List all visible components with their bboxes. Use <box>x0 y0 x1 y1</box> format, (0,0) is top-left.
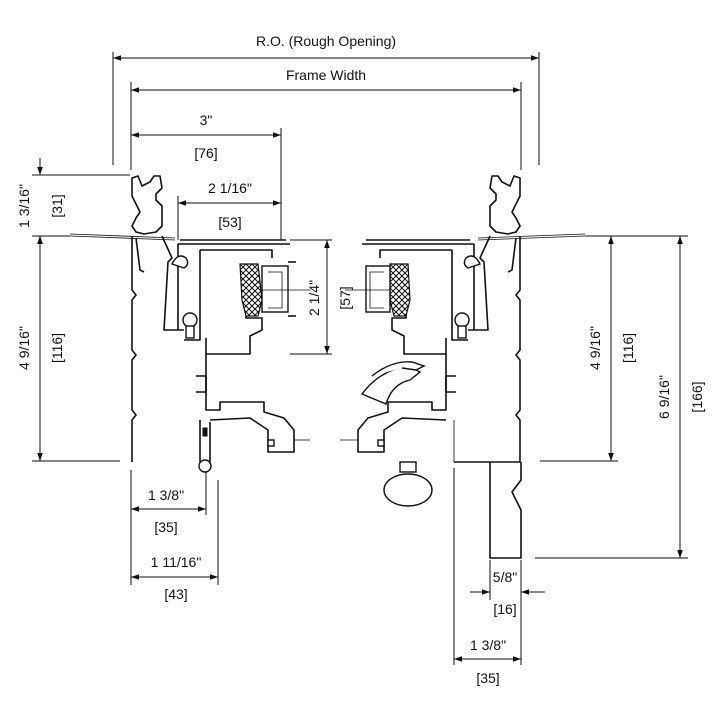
left-frame-profile <box>69 175 310 473</box>
dim-2-1-4-label: 2 1/4" <box>306 280 322 316</box>
dim-35-right-label: [35] <box>476 670 499 686</box>
dim-3in-mm-label: [76] <box>194 145 217 161</box>
dim-5-8-label: 5/8" <box>493 569 517 585</box>
dim-35-left-label: [35] <box>154 519 177 535</box>
dim-1-3-8-left-label: 1 3/8" <box>148 487 184 503</box>
dim-43-label: [43] <box>164 586 187 602</box>
dim-3in-label: 3" <box>200 112 213 128</box>
dim-4-9-16-right-label: 4 9/16" <box>587 326 603 370</box>
dimension-labels: R.O. (Rough Opening) Frame Width 3" [76]… <box>16 33 705 686</box>
dim-166-label: [166] <box>689 381 705 412</box>
dim-1-3-8-right-label: 1 3/8" <box>470 637 506 653</box>
right-frame-profile <box>340 175 586 559</box>
dim-31-label: [31] <box>49 194 65 217</box>
dim-53-label: [53] <box>218 214 241 230</box>
frame-width-label: Frame Width <box>286 67 366 83</box>
dim-4-9-16-left-label: 4 9/16" <box>16 326 32 370</box>
dim-116-right-label: [116] <box>620 333 636 363</box>
dim-57-label: [57] <box>337 286 353 309</box>
dim-1-3-16-label: 1 3/16" <box>16 184 32 228</box>
dim-16-label: [16] <box>493 601 516 617</box>
dimension-lines <box>32 52 688 665</box>
rough-opening-label: R.O. (Rough Opening) <box>256 33 396 49</box>
dim-6-9-16-label: 6 9/16" <box>656 375 672 419</box>
dim-116-left-label: [116] <box>49 333 65 363</box>
dim-2-1-16-label: 2 1/16" <box>208 180 252 196</box>
dim-1-11-16-label: 1 11/16" <box>151 554 202 570</box>
